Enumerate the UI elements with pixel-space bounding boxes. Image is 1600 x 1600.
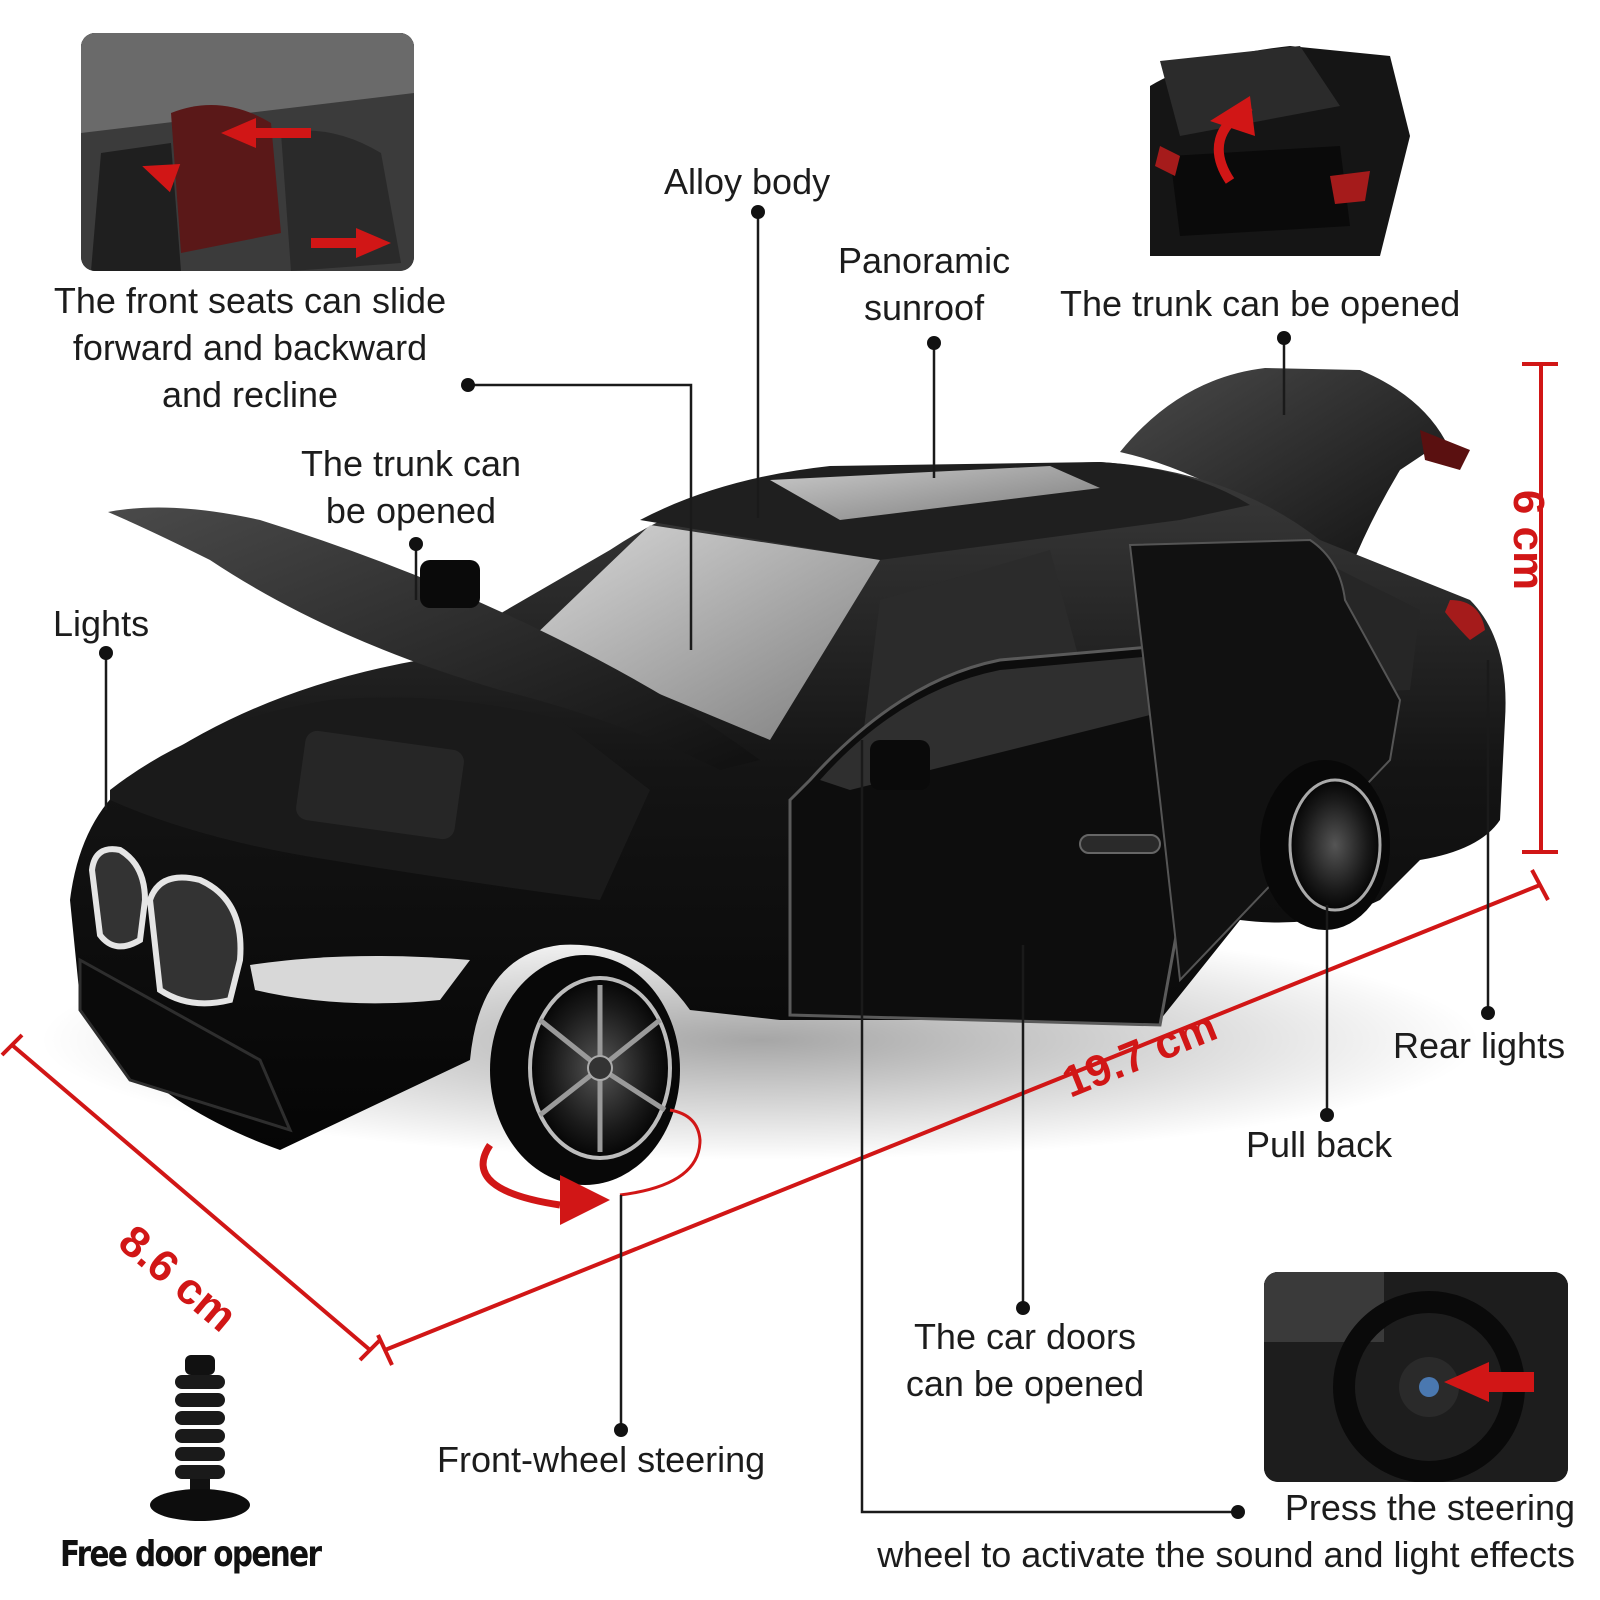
wheel-rotation-arrow-icon (479, 1108, 702, 1225)
steering-inset-photo (1264, 1272, 1568, 1482)
headlight (250, 956, 470, 1004)
label-free-door-opener: Free door opener (60, 1534, 322, 1575)
engine-cover (296, 730, 464, 840)
rear-spoiler-light (1420, 430, 1470, 470)
callout-lines (104, 212, 1490, 1514)
label-steering-effects: Press the steering wheel to activate the… (877, 1487, 1575, 1575)
label-trunk-top: The trunk can be opened (1060, 283, 1461, 324)
label-alloy-body: Alloy body (664, 161, 831, 202)
door-opener-icon (150, 1355, 250, 1521)
front-wheel (490, 955, 680, 1185)
side-mirror-front (420, 560, 480, 608)
label-pull-back: Pull back (1246, 1124, 1393, 1165)
rear-wheel (1260, 760, 1390, 930)
width-dimension-line (0, 1033, 382, 1362)
front-bumper (78, 957, 293, 1133)
label-front-seats: The front seats can slide forward and ba… (53, 280, 447, 415)
kidney-grille (88, 846, 244, 1007)
length-dimension-line (376, 869, 1550, 1366)
steering-arrow-icon (1444, 1362, 1534, 1402)
trunk-lid (1120, 368, 1445, 570)
label-panoramic-sunroof: Panoramic sunroof (838, 240, 1011, 328)
label-hood-trunk: The trunk can be opened (300, 443, 522, 531)
label-lights: Lights (53, 603, 150, 644)
trunk-arrow-icon (1210, 96, 1255, 184)
seats-inset-photo (81, 33, 414, 271)
sunroof (770, 466, 1100, 520)
trunk-inset-photo (1140, 26, 1413, 264)
dimension-height: 6 cm (1504, 489, 1554, 591)
callout-dots (99, 205, 1495, 1519)
door-handle (1079, 834, 1161, 854)
label-rear-lights: Rear lights (1393, 1025, 1566, 1066)
label-car-doors: The car doors can be opened (905, 1316, 1145, 1404)
hood (108, 507, 760, 770)
height-dimension-line (1522, 362, 1558, 854)
side-mirror (870, 740, 930, 790)
rear-light (1445, 600, 1485, 640)
windshield (530, 525, 880, 740)
seat-arrow-icon (142, 118, 391, 258)
label-front-wheel-steering: Front-wheel steering (437, 1439, 766, 1480)
